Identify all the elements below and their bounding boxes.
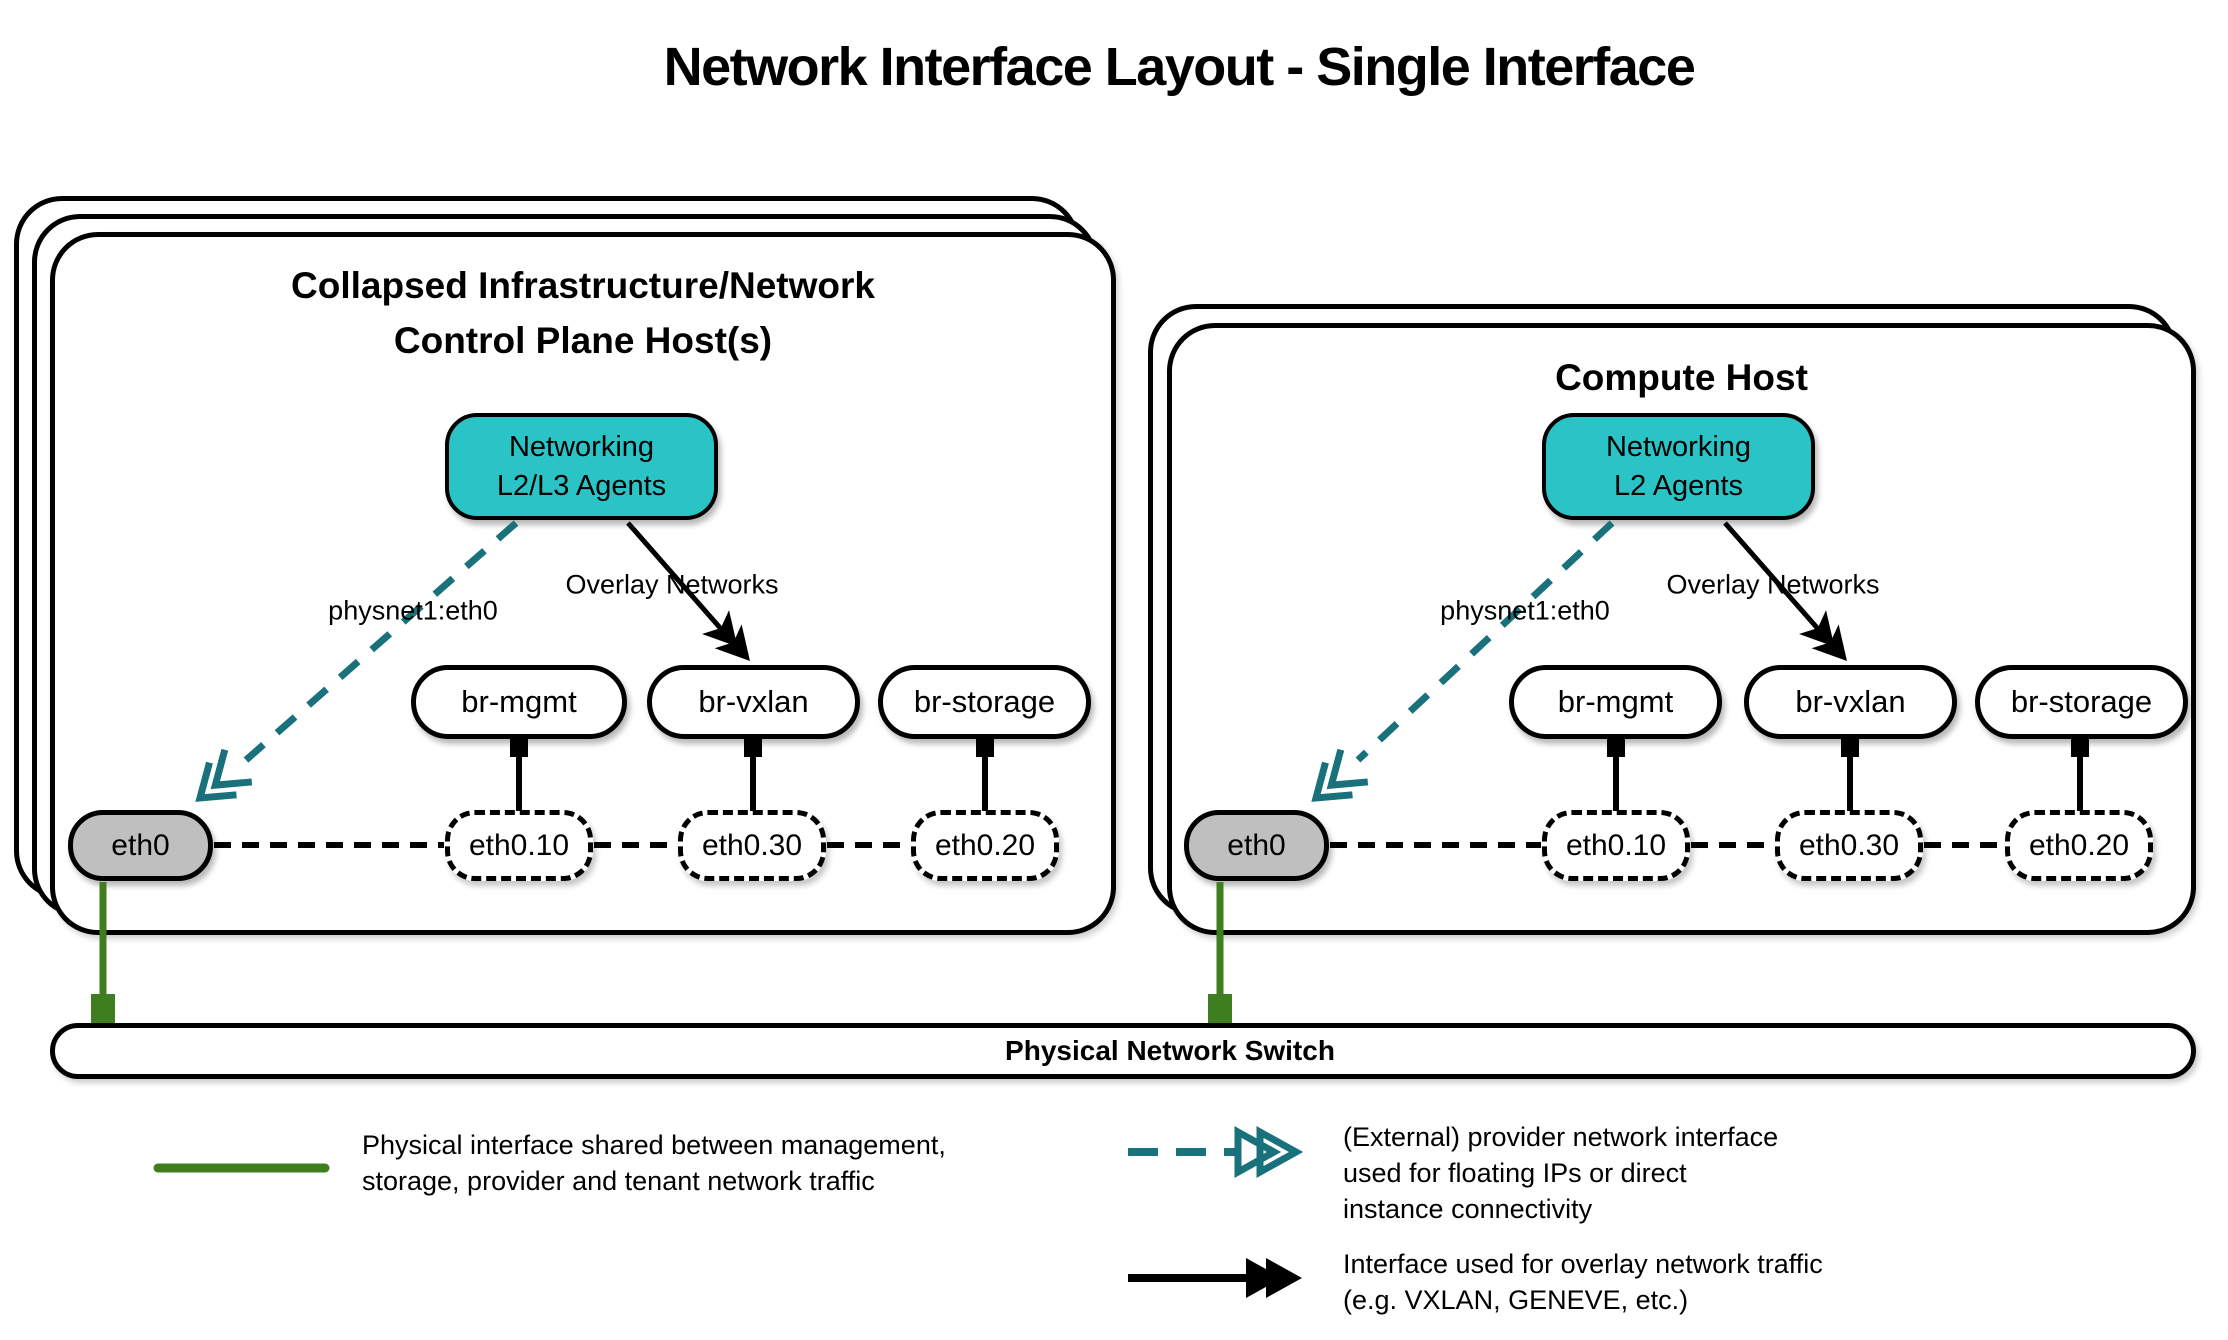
compute-vlan-eth0-10: eth0.10 (1542, 810, 1690, 881)
compute-bridge-br-storage: br-storage (1975, 665, 2188, 739)
control-bridge-br-mgmt: br-mgmt (411, 665, 627, 739)
control-agent-line1: Networking (508, 430, 655, 463)
control-provider-network-label: physnet1:eth0 (328, 595, 498, 626)
control-agent-line2: L2/L3 Agents (496, 469, 667, 502)
compute-networking-agents-box: Networking L2 Agents (1542, 413, 1815, 520)
control-eth0-interface: eth0 (68, 810, 213, 881)
compute-eth0-interface: eth0 (1184, 810, 1329, 881)
control-bridge-br-storage: br-storage (878, 665, 1091, 739)
control-bridge-br-vxlan: br-vxlan (647, 665, 860, 739)
control-overlay-networks-label: Overlay Networks (565, 569, 779, 600)
control-vlan-eth0-20: eth0.20 (911, 810, 1059, 881)
compute-host-title-line1: Compute Host (1555, 357, 1808, 398)
control-host-title-line1: Collapsed Infrastructure/Network (291, 265, 875, 306)
compute-vlan-eth0-30: eth0.30 (1775, 810, 1923, 881)
compute-vlan-eth0-20: eth0.20 (2005, 810, 2153, 881)
legend-overlay-interface-text: Interface used for overlay network traff… (1343, 1249, 1823, 1315)
control-host-title: Collapsed Infrastructure/Network Control… (50, 258, 1116, 368)
compute-bridge-br-mgmt: br-mgmt (1509, 665, 1722, 739)
control-vlan-eth0-10: eth0.10 (445, 810, 593, 881)
legend-provider-arrowhead-icon (1234, 1126, 1304, 1178)
compute-uplink-plug (1208, 994, 1232, 1023)
legend-overlay-arrowhead-icon (1246, 1258, 1302, 1298)
legend-physical-interface-text: Physical interface shared between manage… (362, 1130, 946, 1196)
compute-agent-line1: Networking (1605, 430, 1752, 463)
page-title: Network Interface Layout - Single Interf… (663, 37, 1696, 97)
control-networking-agents-box: Networking L2/L3 Agents (445, 413, 718, 520)
compute-bridge-br-vxlan: br-vxlan (1744, 665, 1957, 739)
compute-overlay-networks-label: Overlay Networks (1666, 569, 1880, 600)
compute-provider-network-label: physnet1:eth0 (1440, 595, 1610, 626)
physical-network-switch-label: Physical Network Switch (1005, 1035, 1335, 1066)
compute-agent-line2: L2 Agents (1614, 469, 1743, 502)
legend-provider-interface-text: (External) provider network interface us… (1343, 1122, 1779, 1224)
control-uplink-plug (91, 994, 115, 1023)
compute-host-title: Compute Host (1167, 350, 2196, 405)
physical-network-switch: Physical Network Switch (50, 1023, 2196, 1079)
control-vlan-eth0-30: eth0.30 (678, 810, 826, 881)
control-host-title-line2: Control Plane Host(s) (393, 320, 773, 361)
